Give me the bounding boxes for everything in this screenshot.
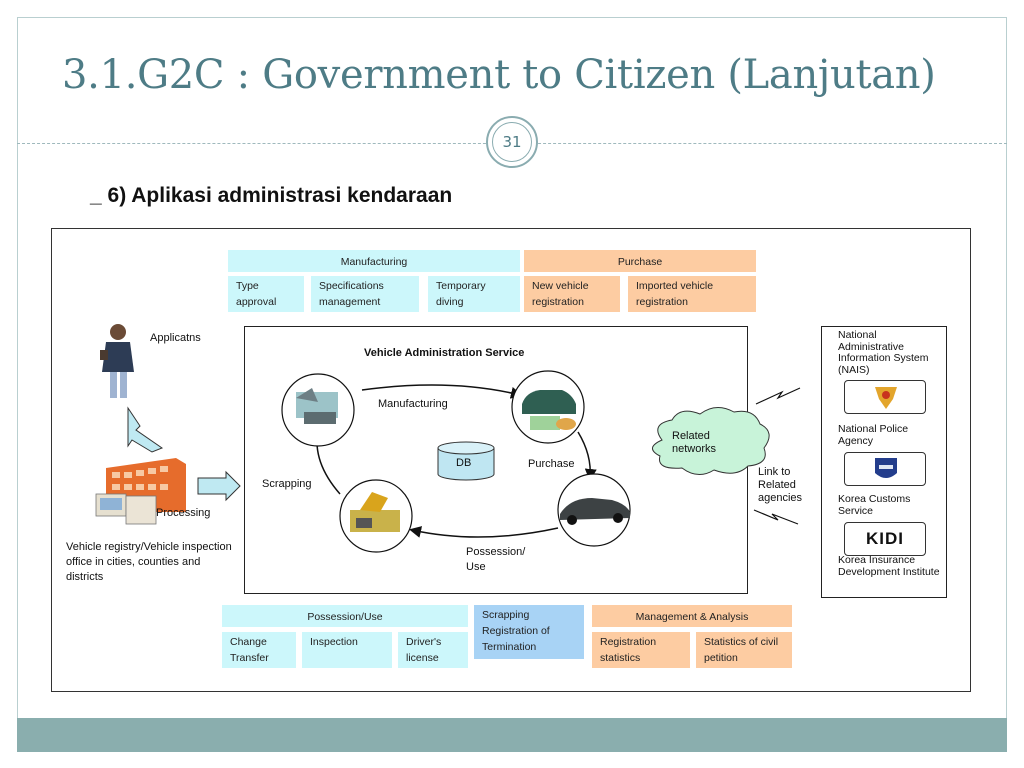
change-transfer-box: Change Transfer: [222, 632, 296, 668]
cloud-label: Related networks: [672, 430, 717, 455]
page-number: 31: [492, 122, 532, 162]
processing-label: Processing: [156, 507, 211, 519]
police-label: National Police Agency: [838, 423, 909, 447]
kidi-label: Korea Insurance Development Institute: [838, 554, 940, 578]
purchase-stage-icon: [511, 370, 585, 444]
slide-bottom-bar: [17, 718, 1007, 752]
database-icon: [437, 441, 495, 481]
imported-vehicle-box: Imported vehicle registration: [628, 276, 756, 312]
new-vehicle-box: New vehicle registration: [524, 276, 620, 312]
office-building-icon: [95, 458, 186, 525]
slide-frame-right: [1006, 17, 1007, 750]
service-title: Vehicle Administration Service: [364, 347, 525, 359]
slide-frame-top: [17, 17, 1007, 18]
cycle-scrapping-label: Scrapping: [262, 478, 312, 490]
manufacturing-stage-icon: [281, 373, 355, 447]
agencies-frame: [821, 326, 947, 598]
cycle-manufacturing-label: Manufacturing: [378, 398, 448, 410]
registration-statistics-box: Registration statistics: [592, 632, 690, 668]
police-agency-logo: [844, 452, 926, 486]
cycle-possession-label: Possession/ Use: [466, 546, 526, 573]
cycle-purchase-label: Purchase: [528, 458, 575, 470]
page-number-badge: 31: [486, 116, 538, 168]
right-arrow-icon: [197, 470, 241, 502]
temporary-diving-box: Temporary diving: [428, 276, 520, 312]
nais-label: National Administrative Information Syst…: [838, 329, 929, 376]
nais-logo: [844, 380, 926, 414]
civil-petition-box: Statistics of civil petition: [696, 632, 792, 668]
slide-title: 3.1.G2C : Government to Citizen (Lanjuta…: [62, 52, 936, 98]
scrapping-registration-box: Scrapping Registration of Termination: [474, 605, 584, 659]
link-bolt-upper: [755, 387, 801, 405]
applicant-person-icon: [100, 324, 134, 398]
kidi-logo: KIDI: [844, 522, 926, 556]
possession-header: Possession/Use: [222, 605, 468, 627]
type-approval-box: Type approval: [228, 276, 304, 312]
purchase-header: Purchase: [524, 250, 756, 272]
scrapping-stage-icon: [339, 479, 413, 553]
applicants-label: Applicatns: [150, 332, 201, 344]
inspection-box: Inspection: [302, 632, 392, 668]
possession-stage-icon: [557, 473, 631, 547]
customs-label: Korea Customs Service: [838, 493, 911, 517]
management-header: Management & Analysis: [592, 605, 792, 627]
down-arrow-icon: [127, 406, 164, 453]
office-label: Vehicle registry/Vehicle inspection offi…: [66, 541, 232, 583]
slide-subtitle: _ 6) Aplikasi administrasi kendaraan: [90, 184, 453, 207]
link-bolt-lower: [753, 509, 799, 525]
specifications-box: Specifications management: [311, 276, 419, 312]
related-networks-cloud: [652, 407, 770, 475]
link-label: Link to Related agencies: [758, 466, 803, 504]
drivers-license-box: Driver's license: [398, 632, 468, 668]
slide-frame-left: [17, 17, 18, 750]
db-label: DB: [456, 457, 472, 469]
manufacturing-header: Manufacturing: [228, 250, 520, 272]
